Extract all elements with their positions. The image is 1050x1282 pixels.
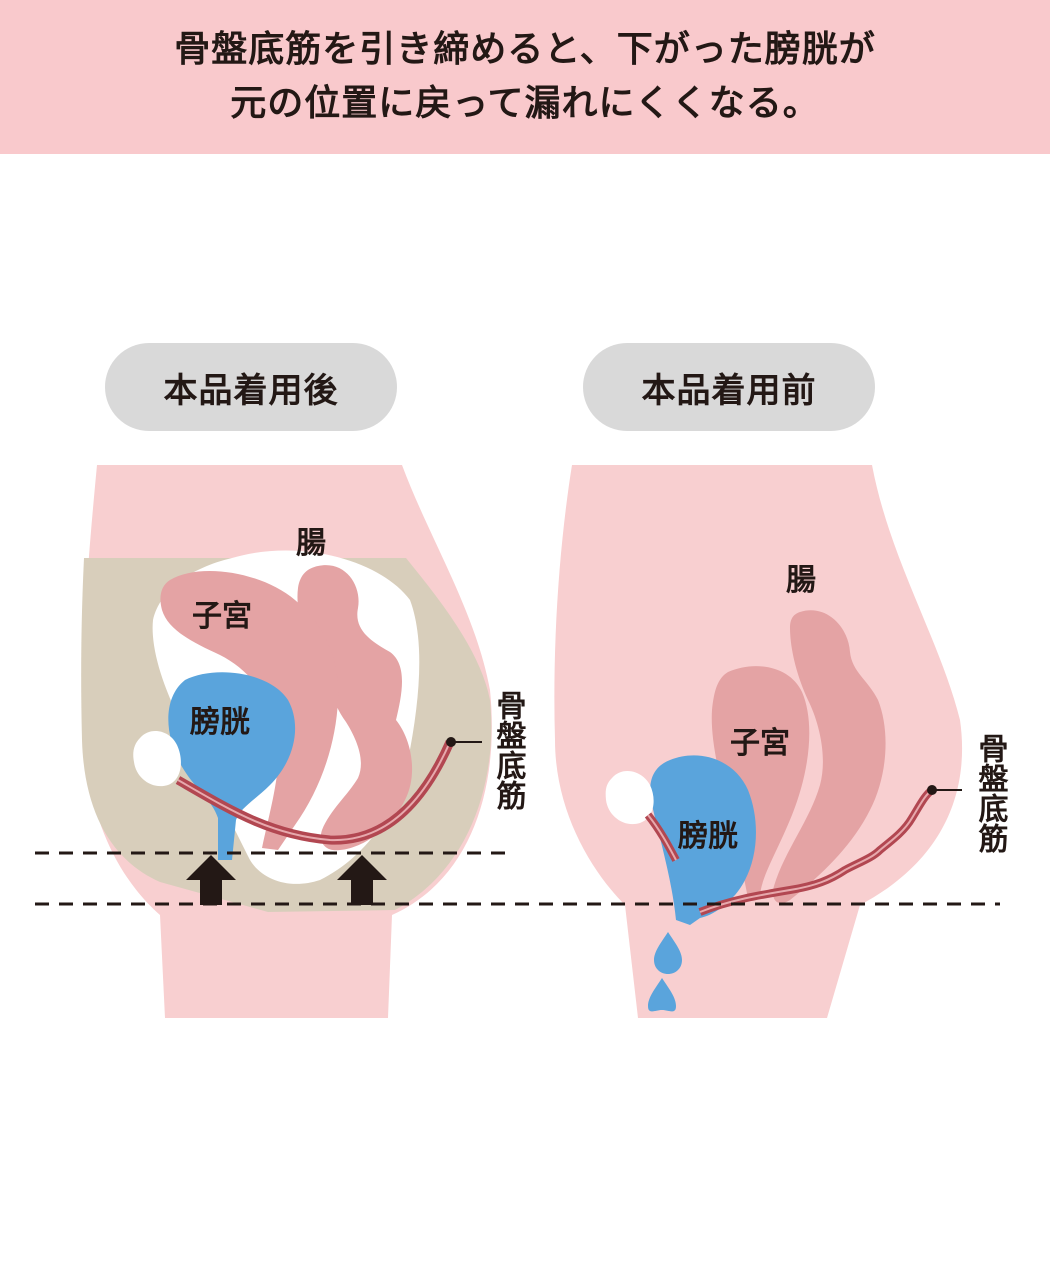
before-panel: 腸 子宮 膀胱 骨盤底筋 bbox=[554, 465, 1009, 1018]
header-banner: 骨盤底筋を引き締めると、下がった膀胱が 元の位置に戻って漏れにくくなる。 bbox=[0, 0, 1050, 154]
up-arrow-icon bbox=[186, 855, 236, 905]
up-arrow-icon bbox=[337, 855, 387, 905]
after-title-pill: 本品着用後 bbox=[105, 343, 397, 431]
after-uterus bbox=[160, 570, 339, 850]
after-pubic-bone bbox=[133, 730, 181, 787]
after-label-uterus: 子宮 bbox=[192, 599, 252, 634]
after-panel: 腸 子宮 膀胱 骨盤底筋 bbox=[81, 465, 527, 1018]
before-label-intestine: 腸 bbox=[786, 563, 816, 598]
before-uterus bbox=[711, 666, 810, 898]
before-label-pelvic-floor: 骨盤底筋 bbox=[973, 733, 1009, 854]
before-bladder bbox=[650, 755, 756, 925]
water-drop-icon bbox=[654, 932, 682, 974]
before-label-uterus: 子宮 bbox=[730, 726, 790, 761]
header-line-2: 元の位置に戻って漏れにくくなる。 bbox=[230, 83, 820, 124]
before-title-pill: 本品着用前 bbox=[583, 343, 875, 431]
after-bladder bbox=[168, 672, 296, 860]
header-line-1: 骨盤底筋を引き締めると、下がった膀胱が bbox=[174, 29, 876, 70]
after-intestine bbox=[297, 565, 413, 851]
before-pubic-bone bbox=[605, 770, 654, 825]
water-drop-icon bbox=[648, 978, 676, 1012]
before-label-bladder: 膀胱 bbox=[677, 819, 738, 854]
before-intestine bbox=[772, 610, 886, 904]
after-label-bladder: 膀胱 bbox=[189, 705, 250, 740]
after-label-pelvic-floor: 骨盤底筋 bbox=[491, 690, 527, 811]
after-label-intestine: 腸 bbox=[296, 526, 326, 561]
